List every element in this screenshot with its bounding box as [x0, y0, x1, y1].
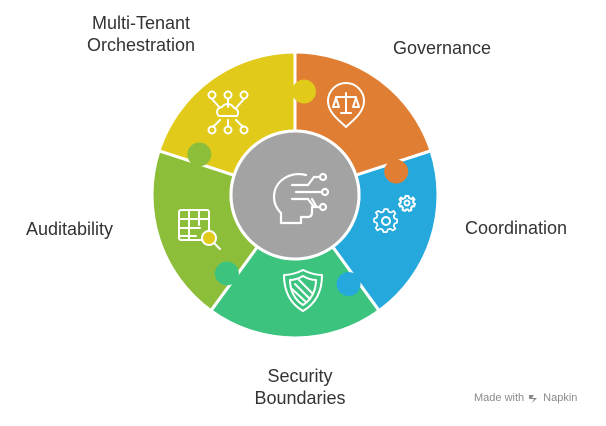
credit-prefix: Made with	[474, 392, 525, 404]
label-line: Multi-Tenant	[91, 13, 191, 33]
puzzle-knob-coordination	[214, 261, 239, 286]
puzzle-knob-governance	[336, 272, 361, 297]
label-governance: Governance	[393, 37, 491, 59]
center-hub	[229, 129, 361, 261]
label-line: Auditability	[26, 219, 114, 239]
label-line: Coordination	[465, 218, 568, 238]
segment-icons	[178, 82, 416, 312]
label-multi-tenant-orchestration: Multi-Tenant Orchestration	[56, 12, 226, 56]
label-auditability: Auditability	[26, 218, 113, 240]
label-security-boundaries: Security Boundaries	[230, 365, 370, 409]
label-line: Security	[267, 366, 333, 386]
puzzle-segments	[150, 50, 440, 340]
head-circuit-icon	[272, 172, 330, 225]
shield-icon	[283, 269, 323, 312]
label-coordination: Coordination	[465, 217, 567, 239]
network-cloud-icon	[207, 90, 249, 135]
gears-icon	[373, 195, 416, 233]
table-search-icon	[178, 209, 221, 250]
label-line: Orchestration	[86, 35, 196, 55]
label-line: Governance	[393, 38, 492, 58]
scales-shield-icon	[327, 82, 365, 128]
label-line: Boundaries	[254, 388, 346, 408]
puzzle-knob-auditability	[292, 79, 316, 104]
puzzle-knob-security	[187, 142, 212, 167]
made-with-napkin-credit[interactable]: Made with Napkin	[474, 392, 577, 404]
puzzle-knob-multi-tenant	[384, 159, 409, 184]
center-circle	[229, 129, 361, 261]
napkin-logo-icon	[529, 394, 538, 403]
credit-brand: Napkin	[543, 392, 578, 404]
